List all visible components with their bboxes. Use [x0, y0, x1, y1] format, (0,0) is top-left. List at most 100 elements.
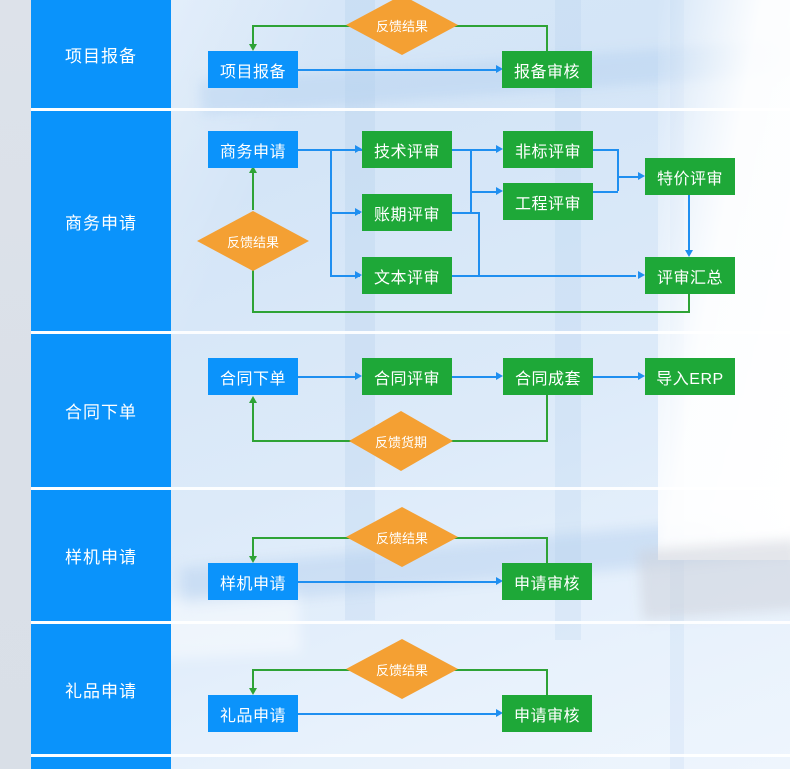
- node-project-filing[interactable]: 项目报备: [208, 51, 298, 88]
- category-row-5[interactable]: 礼品申请: [31, 624, 171, 754]
- node-gift-application[interactable]: 礼品申请: [208, 695, 298, 732]
- category-label: 样机申请: [65, 548, 137, 567]
- diamond-label: 反馈结果: [375, 662, 428, 678]
- connector-h-r2-8: [617, 175, 639, 178]
- connector-h-r2-2: [330, 211, 360, 214]
- arrow-r3-2: [496, 372, 503, 380]
- left-margin-strip: [0, 0, 31, 769]
- arrow-r4-feedback-down: [248, 556, 257, 563]
- connector-h-r2-3: [330, 274, 360, 277]
- node-text-review[interactable]: 文本评审: [362, 257, 452, 294]
- row-separator-5: [31, 754, 790, 757]
- row-separator-1: [31, 108, 790, 111]
- node-label: 导入ERP: [656, 370, 724, 388]
- node-label: 特价评审: [656, 170, 723, 188]
- node-technical-review[interactable]: 技术评审: [362, 131, 452, 168]
- arrow-r3-feedback-up: [248, 396, 257, 403]
- arrow-r2-summary-down: [684, 250, 693, 257]
- node-label: 申请审核: [513, 575, 580, 593]
- arrow-r2-summary: [638, 271, 645, 279]
- connector-h-r1-1: [298, 68, 496, 71]
- connector-h-r5-1: [298, 712, 496, 715]
- node-label: 礼品申请: [219, 707, 286, 725]
- arrow-r3-1: [355, 372, 362, 380]
- node-label: 账期评审: [373, 206, 440, 224]
- node-business-application[interactable]: 商务申请: [208, 131, 298, 168]
- connector-h-r3-fb-1: [443, 440, 548, 442]
- node-contract-review[interactable]: 合同评审: [362, 358, 452, 395]
- connector-h-r5-fb-2: [253, 669, 360, 671]
- connector-v-r5-fb-1: [546, 670, 548, 695]
- node-application-review-sample[interactable]: 申请审核: [502, 563, 592, 600]
- connector-v-r4-fb-1: [546, 538, 548, 563]
- arrow-r2-tech: [355, 145, 362, 153]
- node-label: 技术评审: [373, 143, 440, 161]
- arrow-r4-1: [496, 577, 503, 585]
- background-window-mullion-2: [555, 0, 581, 640]
- connector-h-r5-fb-1: [440, 669, 548, 671]
- connector-v-r1-fb-2: [252, 25, 254, 45]
- node-label: 合同评审: [373, 370, 440, 388]
- arrow-r2-special-price: [638, 172, 645, 180]
- node-review-summary[interactable]: 评审汇总: [645, 257, 735, 294]
- connector-h-r4-fb-2: [253, 537, 360, 539]
- node-engineering-review[interactable]: 工程评审: [503, 183, 593, 220]
- arrow-r2-engineering: [496, 187, 503, 195]
- node-application-review-gift[interactable]: 申请审核: [502, 695, 592, 732]
- category-label: 合同下单: [65, 403, 137, 422]
- node-label: 合同下单: [219, 370, 286, 388]
- connector-v-r2-9: [688, 195, 690, 250]
- background-window-mullion-1: [345, 0, 375, 620]
- node-label: 报备审核: [513, 63, 580, 81]
- connector-h-r4-1: [298, 580, 496, 583]
- connector-h-r3-2: [452, 375, 497, 378]
- diamond-label: 反馈货期: [374, 434, 427, 450]
- node-label: 文本评审: [373, 269, 440, 287]
- category-row-3[interactable]: 合同下单: [31, 334, 171, 487]
- connector-h-r1-fb-1: [440, 25, 548, 27]
- node-payment-term-review[interactable]: 账期评审: [362, 194, 452, 231]
- arrow-r2-text: [355, 271, 362, 279]
- connector-v-r2-8: [617, 148, 619, 191]
- node-import-erp[interactable]: 导入ERP: [645, 358, 735, 395]
- connector-h-r3-3: [593, 375, 639, 378]
- connector-v-r5-fb-2: [252, 669, 254, 689]
- connector-h-r2-7: [593, 190, 618, 193]
- connector-v-r2-fb-1: [688, 294, 690, 312]
- arrow-r1-1: [496, 65, 503, 73]
- connector-h-r3-fb-2: [252, 440, 359, 442]
- node-label: 合同成套: [514, 370, 581, 388]
- category-label: 商务申请: [65, 213, 137, 233]
- node-label: 申请审核: [513, 707, 580, 725]
- node-special-price-review[interactable]: 特价评审: [645, 158, 735, 195]
- node-nonstandard-review[interactable]: 非标评审: [503, 131, 593, 168]
- node-label: 样机申请: [219, 575, 286, 593]
- category-row-4[interactable]: 样机申请: [31, 490, 171, 621]
- connector-v-r2-fb-3: [252, 172, 254, 210]
- node-label: 非标评审: [514, 143, 581, 161]
- arrow-r2-feedback-up: [248, 166, 257, 173]
- diamond-label: 反馈结果: [226, 234, 279, 250]
- connector-h-r2-10: [452, 274, 636, 277]
- connector-v-r3-fb-2: [252, 402, 254, 441]
- connector-h-r2-4: [452, 148, 496, 151]
- row-separator-2: [31, 331, 790, 334]
- node-label: 项目报备: [219, 63, 286, 81]
- category-row-2[interactable]: 商务申请: [31, 111, 171, 331]
- diamond-label: 反馈结果: [375, 530, 428, 546]
- connector-h-r2-6: [593, 148, 618, 151]
- arrow-r2-payment: [355, 208, 362, 216]
- connector-v-r1-fb-1: [546, 26, 548, 51]
- node-contract-order[interactable]: 合同下单: [208, 358, 298, 395]
- node-sample-application[interactable]: 样机申请: [208, 563, 298, 600]
- node-label: 评审汇总: [656, 269, 723, 287]
- connector-h-r3-1: [298, 375, 356, 378]
- connector-v-r2-5: [470, 148, 472, 212]
- node-filing-review[interactable]: 报备审核: [502, 51, 592, 88]
- node-contract-assembly[interactable]: 合同成套: [503, 358, 593, 395]
- row-separator-3: [31, 487, 790, 490]
- category-row-1[interactable]: 项目报备: [31, 0, 171, 108]
- connector-h-r2-fb-1: [252, 311, 690, 313]
- category-row-6[interactable]: [31, 757, 171, 769]
